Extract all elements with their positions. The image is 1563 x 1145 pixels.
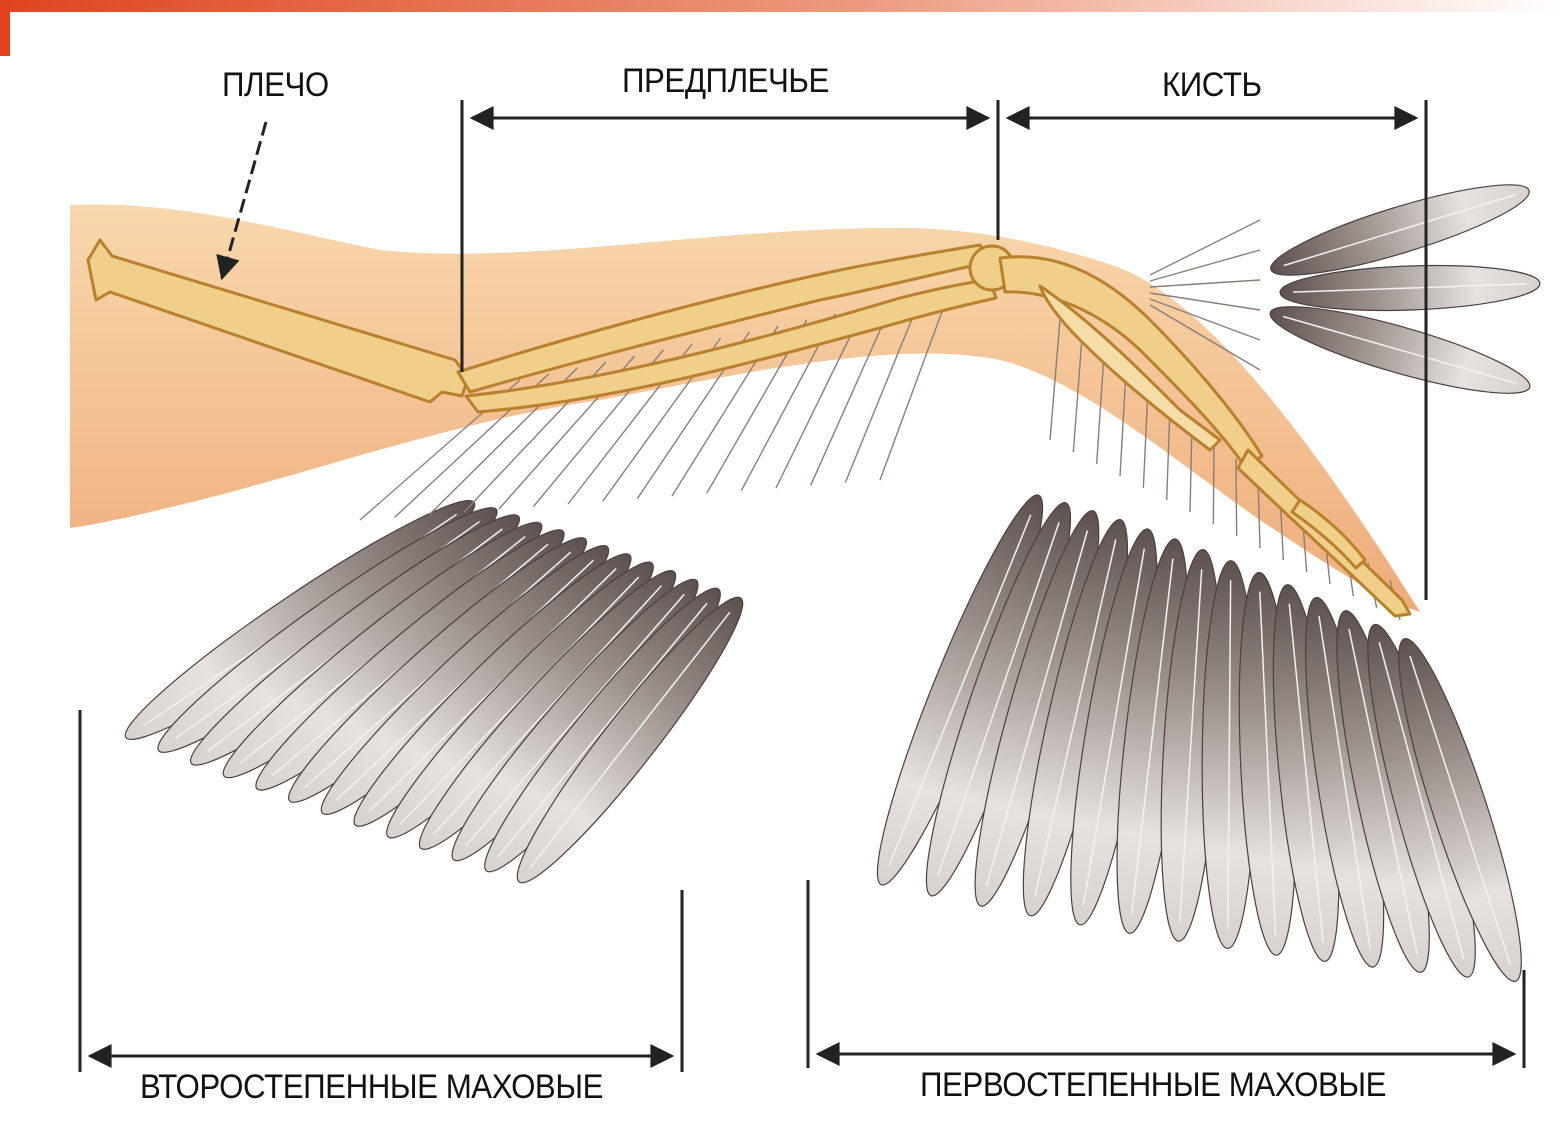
feather-shaft: [1150, 250, 1260, 281]
feather-shaft: [1150, 220, 1260, 275]
hand-label: КИСТЬ: [1162, 66, 1262, 105]
alula-feathers-group: [1264, 169, 1541, 410]
secondary-remiges-label: ВТОРОСТЕПЕННЫЕ МАХОВЫЕ: [140, 1068, 603, 1107]
secondary-feathers-group: [111, 481, 761, 898]
shoulder-label: ПЛЕЧО: [222, 66, 329, 105]
left-accent-bar: [0, 0, 10, 56]
forearm-label: ПРЕДПЛЕЧЬЕ: [622, 62, 829, 101]
feather-shaft: [1236, 459, 1237, 536]
primary-remiges-label: ПЕРВОСТЕПЕННЫЕ МАХОВЫЕ: [920, 1066, 1386, 1105]
feather-shaft: [1150, 280, 1260, 287]
feather-shaft: [1213, 441, 1214, 524]
alula-feather-rachis: [1284, 194, 1516, 265]
top-accent-bar: [0, 0, 1563, 12]
primary-feathers-group: [856, 485, 1541, 989]
